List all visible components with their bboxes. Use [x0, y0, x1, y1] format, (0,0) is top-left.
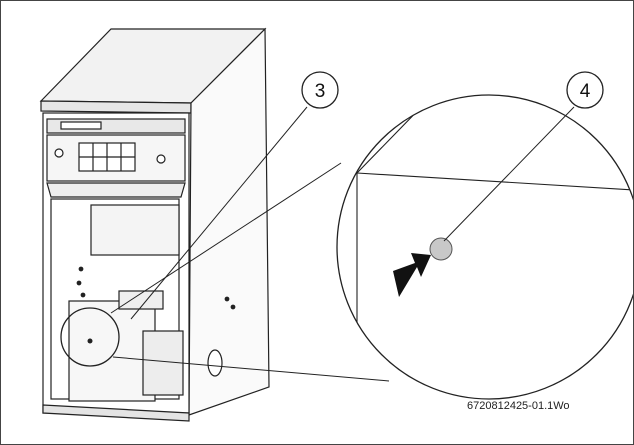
cabinet-base — [42, 404, 190, 422]
reset-button-small — [87, 338, 93, 344]
burner-top — [118, 290, 164, 310]
cabinet-top-lip — [40, 100, 192, 114]
control-strip-slot — [60, 121, 102, 130]
callout-4-leader — [443, 106, 575, 242]
callout-4-label: 4 — [580, 81, 591, 102]
detail-circle-small — [60, 307, 120, 367]
cabinet-side-panel — [188, 27, 270, 416]
burner-body — [68, 300, 156, 402]
side-opening — [207, 349, 223, 377]
panel-ledge — [46, 182, 186, 198]
callout-4-bubble — [566, 71, 604, 109]
reference-code: 6720812425-01.1Wo — [467, 400, 570, 412]
inner-housing — [90, 204, 180, 256]
reset-button-highlight — [429, 237, 453, 261]
control-knob-right — [156, 154, 166, 164]
zoom-connector-bottom — [112, 356, 390, 382]
control-knob-left — [54, 148, 64, 158]
zoom-detail — [336, 94, 633, 400]
callout-3-label: 3 — [315, 81, 326, 102]
zoom-connector-top — [110, 162, 342, 314]
push-arrow-icon — [393, 253, 431, 297]
boiler-cabinet — [39, 27, 270, 422]
callout-3-leader — [130, 106, 308, 320]
callout-3-bubble — [301, 71, 339, 109]
